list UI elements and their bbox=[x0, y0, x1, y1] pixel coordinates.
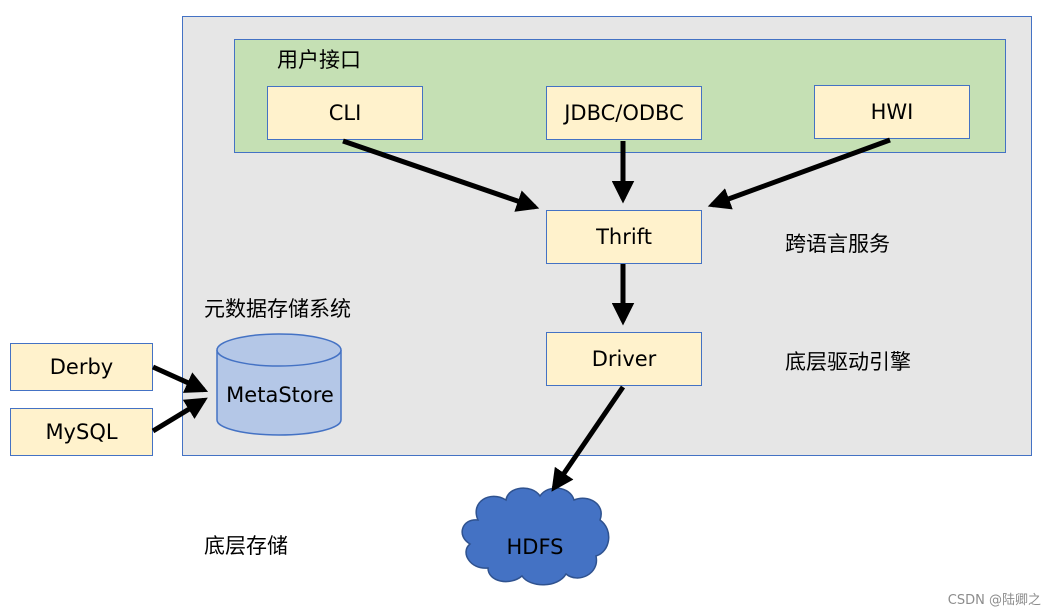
driver-node: Driver bbox=[546, 332, 702, 386]
arrow-hwi-to-thrift bbox=[707, 137, 891, 210]
watermark: CSDN @陆卿之 bbox=[947, 593, 1041, 608]
arrow-mysql-to-metastore bbox=[151, 397, 208, 434]
arrow-driver-to-hdfs bbox=[551, 385, 626, 492]
derby-node: Derby bbox=[10, 343, 153, 391]
storage-label: 底层存储 bbox=[204, 534, 288, 558]
hdfs-label: HDFS bbox=[506, 535, 564, 559]
engine-label: 底层驱动引擎 bbox=[785, 350, 911, 374]
mysql-node: MySQL bbox=[10, 408, 153, 456]
metastore-database-icon bbox=[216, 333, 342, 436]
arrow-derby-to-metastore bbox=[151, 364, 209, 393]
arrow-cli-to-thrift bbox=[342, 138, 540, 212]
cli-node: CLI bbox=[267, 86, 423, 140]
metadata-storage-label: 元数据存储系统 bbox=[204, 297, 351, 321]
metastore-label: MetaStore bbox=[226, 383, 334, 407]
hwi-node: HWI bbox=[814, 85, 970, 139]
thrift-node: Thrift bbox=[546, 210, 702, 264]
jdbc-odbc-node: JDBC/ODBC bbox=[546, 86, 702, 140]
hdfs-cloud-icon bbox=[461, 487, 610, 586]
user-interface-label: 用户接口 bbox=[277, 48, 361, 72]
cross-language-service-label: 跨语言服务 bbox=[785, 232, 890, 256]
